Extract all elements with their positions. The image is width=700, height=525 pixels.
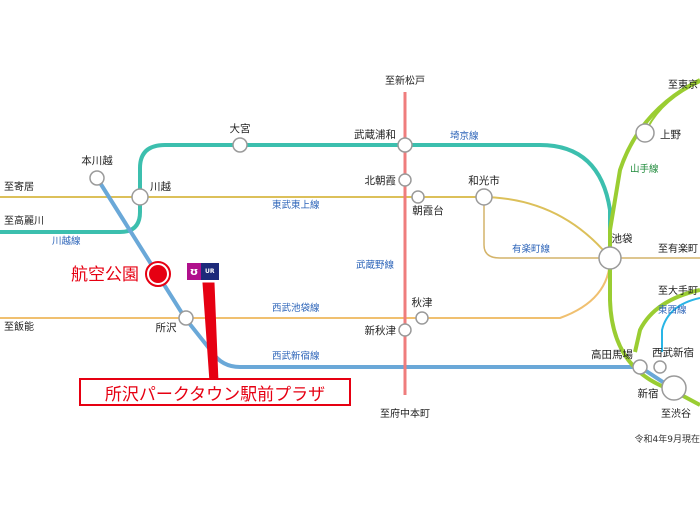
label-asakadai: 朝霞台 [412, 204, 444, 217]
ur-logo-mark: ʊ [187, 263, 201, 280]
label-ikebukuro: 池袋 [612, 232, 633, 245]
station-kawagoe[interactable] [131, 188, 149, 206]
line-label-tozai: 東西線 [658, 304, 687, 316]
label-kita-asaka: 北朝霞 [365, 175, 397, 187]
label-ueno: 上野 [660, 129, 681, 141]
station-shinjuku[interactable] [661, 375, 687, 401]
station-tokorozawa[interactable] [178, 310, 194, 326]
station-kokuu-koen-dot [149, 265, 167, 283]
ur-logo: ʊ UR [187, 263, 219, 280]
label-musashi-urawa: 武蔵浦和 [354, 128, 396, 141]
label-tokorozawa: 所沢 [156, 321, 177, 334]
line-label-saikyo: 埼京線 [450, 130, 479, 142]
station-seibu-shinjuku[interactable] [653, 360, 667, 374]
label-kawagoe: 川越 [150, 180, 171, 193]
line-label-yamanote: 山手線 [630, 163, 659, 175]
label-akitsu: 秋津 [412, 296, 433, 309]
station-kita-asaka[interactable] [398, 173, 412, 187]
dir-otemachi: 至大手町 [658, 284, 698, 297]
dir-komagawa: 至高麗川 [4, 214, 44, 227]
label-shin-akitsu: 新秋津 [365, 324, 397, 337]
line-label-tobu-tojo: 東武東上線 [272, 199, 320, 211]
tozai-line [661, 297, 700, 352]
plaza-name: 所沢パークタウン駅前プラザ [104, 384, 326, 405]
dir-yorii: 至寄居 [4, 180, 34, 193]
station-ikebukuro[interactable] [598, 246, 622, 270]
label-kokuu-koen: 航空公園 [71, 265, 139, 285]
seibu-shinjuku-line [95, 176, 674, 390]
dir-shibuya: 至渋谷 [661, 407, 691, 420]
yurakucho-line [483, 197, 700, 259]
dir-shin-matsudo: 至新松戸 [385, 74, 425, 87]
line-label-kawagoe: 川越線 [52, 235, 81, 247]
label-hon-kawagoe: 本川越 [81, 154, 113, 167]
line-label-seibu-ikebukuro: 西武池袋線 [272, 302, 320, 314]
station-omiya[interactable] [232, 137, 248, 153]
dir-fuchu-hommachi: 至府中本町 [380, 407, 430, 420]
dir-yurakucho: 至有楽町 [658, 242, 698, 255]
line-label-yurakucho: 有楽町線 [512, 243, 551, 255]
station-musashi-urawa[interactable] [397, 137, 413, 153]
plaza-name-box[interactable]: 所沢パークタウン駅前プラザ [79, 378, 351, 406]
dir-tokyo: 至東京 [668, 78, 698, 91]
line-label-seibu-shinjuku: 西武新宿線 [272, 350, 320, 362]
kawagoe-saikyo-line [0, 143, 612, 258]
station-wakoshi[interactable] [475, 188, 493, 206]
station-takadanobaba[interactable] [632, 359, 648, 375]
yamanote-line-right [633, 288, 700, 353]
dir-hanno: 至飯能 [4, 320, 34, 333]
station-hon-kawagoe[interactable] [89, 170, 105, 186]
line-label-musashino: 武蔵野線 [356, 259, 395, 271]
label-takadanobaba: 高田馬場 [591, 348, 633, 361]
station-asakadai[interactable] [411, 190, 425, 204]
ur-logo-text: UR [205, 268, 215, 275]
plaza-pointer [202, 282, 219, 383]
label-wakoshi: 和光市 [468, 174, 500, 187]
label-omiya: 大宮 [230, 122, 251, 135]
station-shin-akitsu[interactable] [398, 323, 412, 337]
label-shinjuku: 新宿 [638, 387, 659, 400]
station-ueno[interactable] [635, 123, 655, 143]
station-akitsu[interactable] [415, 311, 429, 325]
label-seibu-shinjuku: 西武新宿 [652, 346, 694, 359]
date-note: 令和4年9月現在 [635, 433, 700, 445]
